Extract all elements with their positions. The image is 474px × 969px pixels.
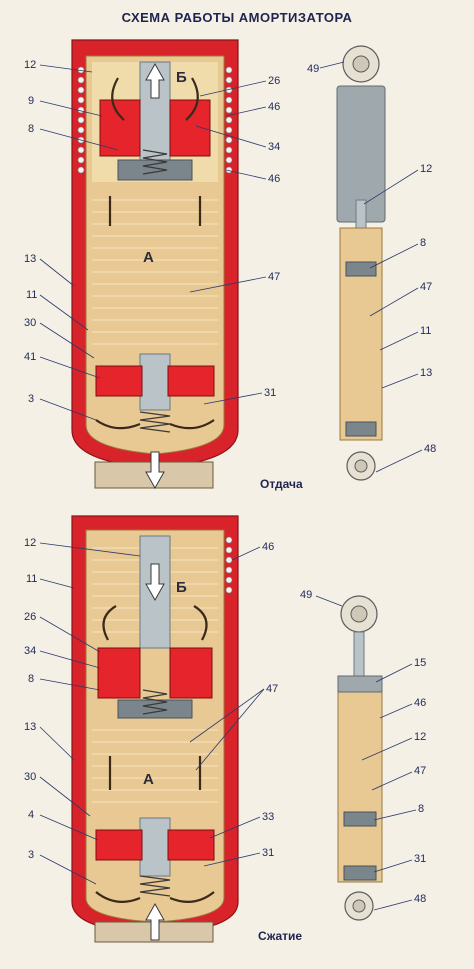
- bottom-label-11: 11: [26, 573, 37, 585]
- top-chamber-b: Б: [176, 69, 187, 86]
- bottom-base-valve: [95, 817, 215, 897]
- bottom-label-12: 12: [24, 537, 36, 549]
- top-side-label-48: 48: [424, 443, 436, 455]
- top-label-31: 31: [264, 387, 276, 399]
- bottom-up-arrow: [145, 902, 165, 941]
- top-label-46a: 46: [268, 101, 280, 113]
- top-side-lower-bushing: [354, 459, 368, 473]
- top-side-view: [336, 45, 386, 481]
- bottom-side-rod: [353, 631, 365, 677]
- bottom-label-4: 4: [28, 809, 34, 821]
- top-flow-arrow-right: [185, 77, 199, 121]
- top-label-34: 34: [268, 141, 280, 153]
- top-side-piston: [345, 261, 377, 277]
- bottom-side-label-48: 48: [414, 893, 426, 905]
- top-label-12: 12: [24, 59, 36, 71]
- bottom-label-34: 34: [24, 645, 36, 657]
- bottom-side-labels: 49 15 46 12 47 8 31 48: [300, 589, 426, 911]
- top-cutaway: Б А: [71, 39, 239, 490]
- bottom-side-eye-bushing: [350, 605, 368, 623]
- top-flow-arrow-left: [111, 77, 125, 121]
- top-bottom-flow-right: [169, 419, 215, 430]
- bottom-base-flow-right: [169, 891, 215, 903]
- top-side-label-47: 47: [420, 281, 432, 293]
- top-chamber-a: А: [143, 249, 154, 266]
- bottom-label-8: 8: [28, 673, 34, 685]
- bottom-label-30: 30: [24, 771, 36, 783]
- bottom-label-33: 33: [262, 811, 274, 823]
- bottom-side-label-31: 31: [414, 853, 426, 865]
- bottom-side-view: [337, 595, 383, 921]
- top-label-11: 11: [26, 289, 37, 301]
- top-label-41: 41: [24, 351, 36, 363]
- top-side-label-49: 49: [307, 63, 319, 75]
- bottom-cutaway: Б А: [71, 515, 239, 943]
- top-label-9: 9: [28, 95, 34, 107]
- top-side-label-12: 12: [420, 163, 432, 175]
- bottom-side-label-12: 12: [414, 731, 426, 743]
- top-side-cylinder: [339, 227, 383, 441]
- top-label-30: 30: [24, 317, 36, 329]
- bottom-side-piston: [343, 811, 377, 827]
- diagram-title: СХЕМА РАБОТЫ АМОРТИЗАТОРА: [122, 10, 353, 25]
- top-label-26: 26: [268, 75, 280, 87]
- top-side-label-13: 13: [420, 367, 432, 379]
- bottom-chamber-b: Б: [176, 579, 187, 596]
- bottom-label-47: 47: [266, 683, 278, 695]
- top-seal-beads: [77, 66, 233, 174]
- bottom-side-label-47: 47: [414, 765, 426, 777]
- top-fluid-lines: [92, 199, 218, 345]
- bottom-label-3: 3: [28, 849, 34, 861]
- bottom-label-31: 31: [262, 847, 274, 859]
- bottom-label-13: 13: [24, 721, 36, 733]
- top-label-3: 3: [28, 393, 34, 405]
- top-side-rod: [355, 199, 367, 231]
- bottom-label-26: 26: [24, 611, 36, 623]
- top-side-label-11: 11: [420, 325, 431, 337]
- bottom-base-flow-left: [95, 891, 141, 903]
- bottom-side-label-15: 15: [414, 657, 426, 669]
- bottom-chamber-a: А: [143, 771, 154, 788]
- top-side-eye-bushing: [352, 55, 370, 73]
- top-bottom-flow-left: [95, 419, 141, 430]
- bottom-caption: Сжатие: [258, 929, 302, 943]
- bottom-seal-beads: [225, 536, 233, 594]
- top-down-arrow: [145, 451, 165, 490]
- bottom-flow-arrow-left: [102, 605, 117, 641]
- top-label-47: 47: [268, 271, 280, 283]
- top-rod-up-arrow: [145, 62, 165, 99]
- top-side-labels: 49 12 8 47 11 13 48: [307, 61, 436, 473]
- bottom-rod-down-arrow: [145, 563, 165, 602]
- bottom-side-label-8: 8: [418, 803, 424, 815]
- top-bottom-valve: [95, 353, 215, 433]
- bottom-side-lower-bushing: [352, 899, 366, 913]
- top-label-46b: 46: [268, 173, 280, 185]
- bottom-side-label-49: 49: [300, 589, 312, 601]
- top-right-labels: 26 46 34 46 47 31: [189, 75, 280, 405]
- bottom-label-46: 46: [262, 541, 274, 553]
- top-label-8: 8: [28, 123, 34, 135]
- bottom-side-label-46: 46: [414, 697, 426, 709]
- top-left-labels: 12 9 8 13 11 30 41 3: [24, 59, 119, 421]
- top-label-13: 13: [24, 253, 36, 265]
- bottom-side-cylinder: [337, 675, 383, 883]
- bottom-side-dust-cover: [337, 675, 383, 693]
- top-side-base-valve: [345, 421, 377, 437]
- bottom-flow-arrow-right: [193, 605, 208, 641]
- bottom-side-base-valve: [343, 865, 377, 881]
- bottom-left-labels: 12 11 26 34 8 13 30 4 3: [24, 537, 141, 885]
- bottom-right-labels: 46 47 33 31: [189, 541, 278, 867]
- top-side-label-8: 8: [420, 237, 426, 249]
- top-caption: Отдача: [260, 477, 303, 491]
- bottom-piston-valve: [97, 647, 213, 719]
